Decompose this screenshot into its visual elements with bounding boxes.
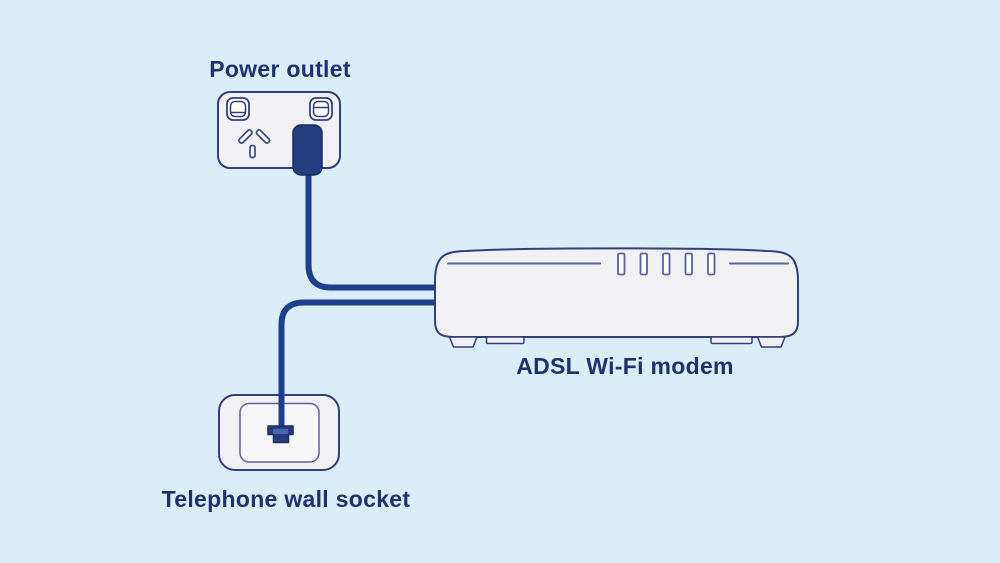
- telephone-socket-label: Telephone wall socket: [161, 486, 411, 512]
- telephone-cable: [278, 299, 437, 431]
- outlet-pin-slots-icon: [238, 129, 271, 159]
- rj11-plug-icon: [267, 425, 294, 444]
- power-cable: [305, 170, 437, 291]
- power-outlet-label: Power outlet: [209, 56, 351, 82]
- rj11-plug-pin: [273, 429, 288, 434]
- power-plug-icon: [292, 124, 323, 176]
- adsl-modem-label: ADSL Wi-Fi modem: [516, 353, 734, 379]
- modem-feet-icon: [448, 336, 786, 348]
- power-outlet-icon: [217, 91, 341, 176]
- outlet-switch-right-icon: [309, 97, 333, 121]
- outlet-switch-left-icon: [226, 97, 250, 121]
- modem-vent-slots-icon: [617, 252, 716, 276]
- modem-body: [434, 247, 799, 338]
- adsl-wifi-modem-icon: [434, 247, 799, 348]
